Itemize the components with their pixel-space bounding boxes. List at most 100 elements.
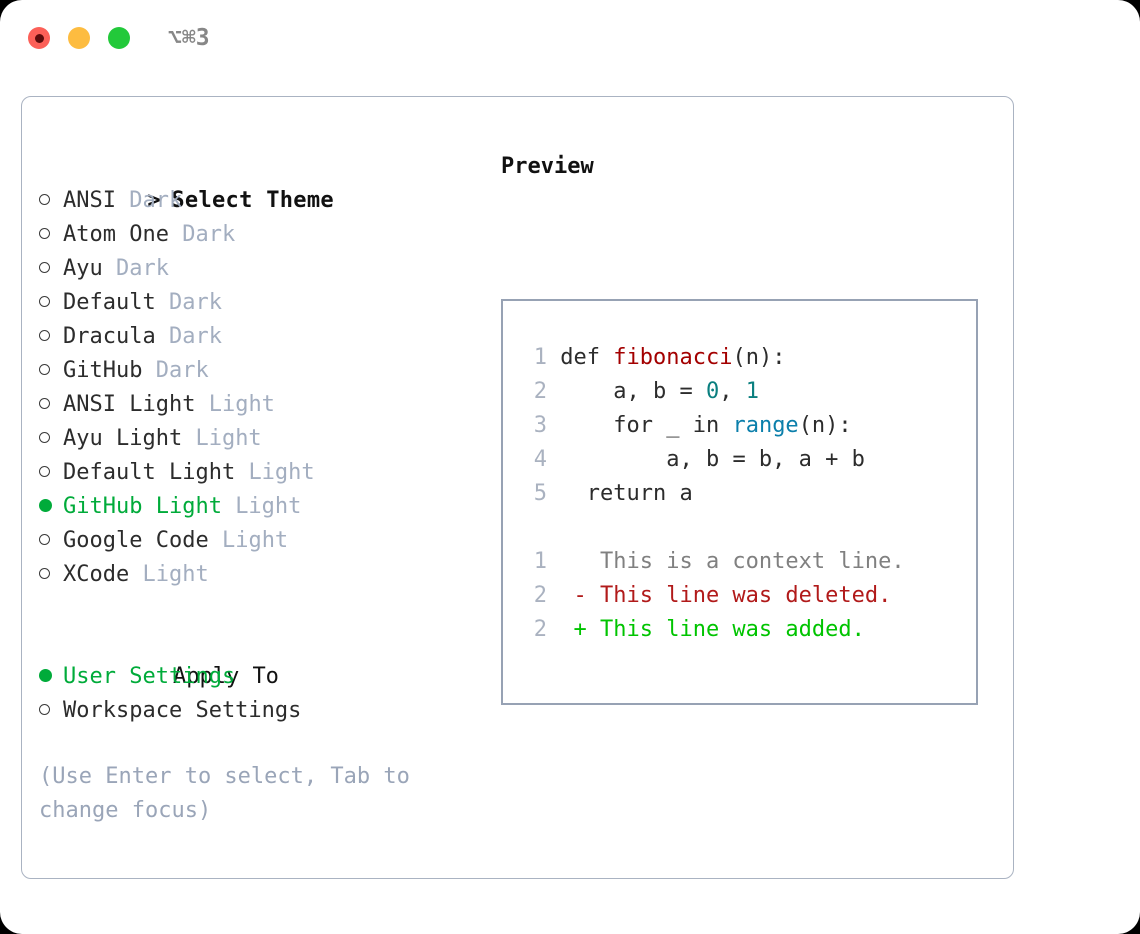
theme-variant-badge: Dark	[168, 290, 222, 315]
apply-to-heading-row: Apply To	[39, 626, 489, 689]
theme-list-item[interactable]: Default Dark	[39, 286, 489, 320]
radio-unselected-icon	[39, 329, 50, 341]
theme-radio-marker	[39, 320, 63, 354]
theme-radio-marker	[39, 184, 63, 218]
code-token: a, b =	[613, 379, 706, 404]
theme-variant-badge: Light	[195, 426, 262, 451]
theme-list-item[interactable]: Atom One Dark	[39, 218, 489, 252]
code-token: 0	[705, 379, 720, 404]
theme-variant-badge: Dark	[155, 358, 209, 383]
theme-list-item[interactable]: Google Code Light	[39, 524, 489, 558]
code-token: a, b = b, a + b	[666, 447, 865, 472]
theme-name: Google Code	[63, 528, 222, 553]
theme-radio-marker	[39, 218, 63, 252]
line-number: 1	[533, 549, 547, 574]
theme-name: ANSI	[63, 188, 130, 213]
line-number: 2	[533, 583, 547, 608]
theme-list-item[interactable]: GitHub Light Light	[39, 490, 489, 524]
apply-to-option[interactable]: User Settings	[39, 660, 489, 694]
line-number: 1	[533, 345, 547, 370]
theme-radio-marker	[39, 252, 63, 286]
close-button[interactable]	[28, 27, 50, 49]
radio-unselected-icon	[39, 363, 50, 375]
theme-name: GitHub Light	[63, 494, 236, 519]
theme-list-item[interactable]: Ayu Light Light	[39, 422, 489, 456]
theme-variant-badge: Dark	[182, 222, 236, 247]
theme-variant-badge: Dark	[168, 324, 222, 349]
theme-radio-marker	[39, 286, 63, 320]
diff-text: This is a context line.	[547, 549, 905, 574]
theme-variant-badge: Dark	[129, 188, 183, 213]
code-diff-separator	[525, 511, 905, 545]
apply-to-label: Workspace Settings	[63, 698, 302, 723]
apply-to-option[interactable]: Workspace Settings	[39, 694, 489, 728]
diff-text: - This line was deleted.	[547, 583, 892, 608]
code-token: (n):	[798, 413, 852, 438]
line-number: 5	[533, 481, 547, 506]
theme-variant-badge: Light	[248, 460, 315, 485]
theme-name: Default	[63, 290, 169, 315]
code-token: 1	[745, 379, 759, 404]
radio-unselected-icon	[39, 431, 50, 443]
apply-to-radio-marker	[39, 694, 63, 728]
diff-line: 1 This is a context line.	[525, 545, 905, 579]
code-line: 1 def fibonacci(n):	[525, 341, 905, 375]
apply-to-title: Apply To	[172, 664, 279, 689]
minimize-button[interactable]	[68, 27, 90, 49]
title-bar: ⌥⌘3	[0, 0, 1140, 76]
theme-list-item[interactable]: ANSI Light Light	[39, 388, 489, 422]
radio-unselected-icon	[39, 397, 50, 409]
radio-unselected-icon	[39, 261, 50, 273]
theme-variant-badge: Dark	[115, 256, 169, 281]
apply-to-label: User Settings	[63, 664, 236, 689]
theme-name: ANSI Light	[63, 392, 209, 417]
theme-variant-badge: Light	[142, 562, 209, 587]
line-number: 2	[533, 379, 547, 404]
radio-unselected-icon	[39, 465, 50, 477]
keyboard-shortcut-label: ⌥⌘3	[168, 25, 210, 51]
theme-list-item[interactable]: Ayu Dark	[39, 252, 489, 286]
keyboard-hint: (Use Enter to select, Tab to change focu…	[39, 764, 424, 823]
theme-radio-marker	[39, 490, 63, 524]
code-token: return a	[586, 481, 693, 506]
theme-picker-title-row: >Select Theme	[39, 150, 489, 213]
diff-text: + This line was added.	[547, 617, 865, 642]
theme-name: Ayu	[63, 256, 116, 281]
maximize-button[interactable]	[108, 27, 130, 49]
theme-variant-badge: Light	[208, 392, 275, 417]
theme-name: Dracula	[63, 324, 169, 349]
theme-radio-marker	[39, 422, 63, 456]
theme-name: GitHub	[63, 358, 156, 383]
theme-list-item[interactable]: XCode Light	[39, 558, 489, 592]
theme-variant-badge: Light	[235, 494, 302, 519]
line-number: 4	[533, 447, 547, 472]
theme-name: Ayu Light	[63, 426, 196, 451]
theme-list-item[interactable]: GitHub Dark	[39, 354, 489, 388]
code-indent	[547, 379, 613, 404]
code-indent	[547, 481, 587, 506]
preview-title: Preview	[501, 154, 594, 179]
theme-list-item[interactable]: Default Light Light	[39, 456, 489, 490]
theme-radio-marker	[39, 456, 63, 490]
code-token: (n):	[732, 345, 786, 370]
radio-unselected-icon	[39, 533, 50, 545]
line-number: 3	[533, 413, 547, 438]
radio-selected-icon	[39, 668, 52, 682]
theme-list-item[interactable]: ANSI Dark	[39, 184, 489, 218]
code-line: 3 for _ in range(n):	[525, 409, 905, 443]
radio-unselected-icon	[39, 193, 50, 205]
apply-to-radio-marker	[39, 660, 63, 694]
code-token: def	[560, 345, 614, 370]
code-indent	[547, 345, 560, 370]
preview-pane: Preview 1 def fibonacci(n):2 a, b = 0, 1…	[501, 150, 1001, 705]
code-line: 4 a, b = b, a + b	[525, 443, 905, 477]
theme-list-item[interactable]: Dracula Dark	[39, 320, 489, 354]
diff-line: 2 + This line was added.	[525, 613, 905, 647]
radio-selected-icon	[39, 498, 52, 512]
radio-unselected-icon	[39, 295, 50, 307]
